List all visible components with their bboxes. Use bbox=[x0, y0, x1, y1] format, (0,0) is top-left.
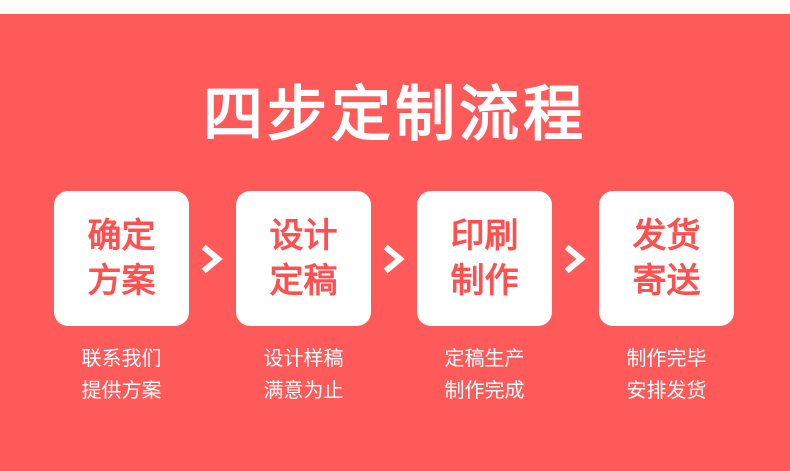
step-1-desc-line-2: 提供方案 bbox=[81, 378, 162, 402]
step-2-desc-line-1: 设计样稿 bbox=[263, 346, 344, 370]
chevron-right-icon bbox=[383, 244, 405, 274]
step-card-4: 发货 寄送 bbox=[599, 191, 734, 326]
step-1-title-line-1: 确定 bbox=[87, 216, 156, 256]
step-3-description: 定稿生产 制作完成 bbox=[417, 342, 552, 406]
step-2-title-line-2: 定稿 bbox=[269, 261, 338, 301]
step-card-3: 印刷 制作 bbox=[417, 191, 552, 326]
step-2-description: 设计样稿 满意为止 bbox=[236, 342, 371, 406]
step-4-title-line-2: 寄送 bbox=[632, 261, 701, 301]
step-4-desc-line-1: 制作完毕 bbox=[626, 346, 707, 370]
step-card-2: 设计 定稿 bbox=[236, 191, 371, 326]
step-4-title-line-1: 发货 bbox=[632, 216, 701, 256]
step-4-description: 制作完毕 安排发货 bbox=[599, 342, 734, 406]
chevron-right-icon bbox=[564, 244, 586, 274]
chevron-right-icon bbox=[201, 244, 223, 274]
step-1-description: 联系我们 提供方案 bbox=[54, 342, 189, 406]
step-3-title-line-1: 印刷 bbox=[450, 216, 519, 256]
step-2-title-line-1: 设计 bbox=[269, 216, 338, 256]
step-1-desc-line-1: 联系我们 bbox=[81, 346, 162, 370]
step-card-1: 确定 方案 bbox=[54, 191, 189, 326]
step-3-desc-line-1: 定稿生产 bbox=[444, 346, 525, 370]
step-1-title-line-2: 方案 bbox=[87, 261, 156, 301]
page-title: 四步定制流程 bbox=[203, 80, 587, 150]
step-3-title-line-2: 制作 bbox=[450, 261, 519, 301]
step-2-desc-line-2: 满意为止 bbox=[263, 378, 344, 402]
step-3-desc-line-2: 制作完成 bbox=[444, 378, 525, 402]
step-4-desc-line-2: 安排发货 bbox=[626, 378, 707, 402]
